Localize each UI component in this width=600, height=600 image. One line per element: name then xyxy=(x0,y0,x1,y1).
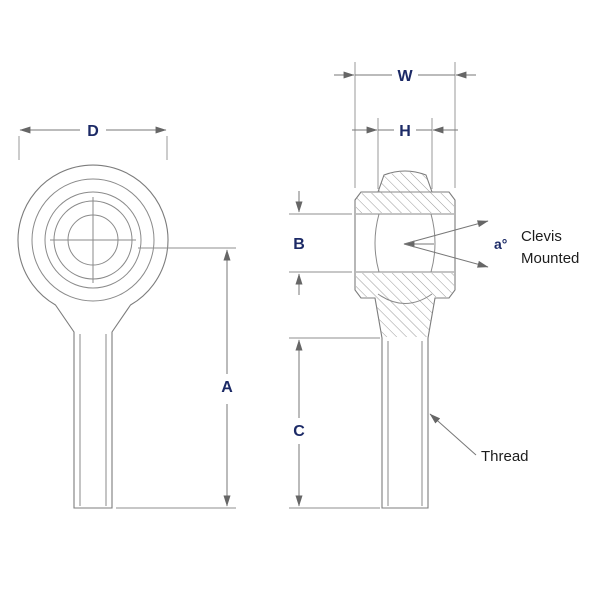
dim-label-d: D xyxy=(87,123,99,140)
center-crosshair xyxy=(50,197,136,283)
clevis-mounted-label-line1: Clevis xyxy=(521,228,562,245)
head-ring-1 xyxy=(31,178,155,302)
head-ring-2 xyxy=(44,191,142,289)
side-shank-thread-lines xyxy=(387,341,423,506)
angle-label: a° xyxy=(494,236,507,252)
front-view xyxy=(17,164,169,509)
misalignment-indicator xyxy=(403,220,489,268)
dimension-b: B xyxy=(289,191,352,295)
clevis-mounted-label-line2: Mounted xyxy=(521,250,579,267)
dimension-c: C xyxy=(289,337,380,509)
dim-label-a: A xyxy=(221,379,233,396)
hatch-lower-housing xyxy=(356,273,454,337)
dim-label-h: H xyxy=(399,123,411,140)
ball-bottom-cap-arc xyxy=(377,293,433,304)
dimension-d: D xyxy=(18,123,168,160)
dim-label-b: B xyxy=(293,236,305,253)
dim-label-c: C xyxy=(293,423,305,440)
dimension-w: W xyxy=(334,62,476,188)
thread-label: Thread xyxy=(481,448,529,465)
dim-label-w: W xyxy=(397,68,413,85)
dimension-a: A xyxy=(116,247,236,509)
side-view xyxy=(354,170,489,509)
ball-left-arc xyxy=(374,213,380,273)
clevis-annotation: a° Clevis Mounted xyxy=(494,228,579,267)
ball-right-arc xyxy=(430,213,436,273)
front-shank-thread-lines xyxy=(79,334,107,506)
thread-annotation: Thread xyxy=(429,413,529,465)
dimension-h: H xyxy=(352,118,458,189)
side-view-silhouette xyxy=(354,170,456,509)
